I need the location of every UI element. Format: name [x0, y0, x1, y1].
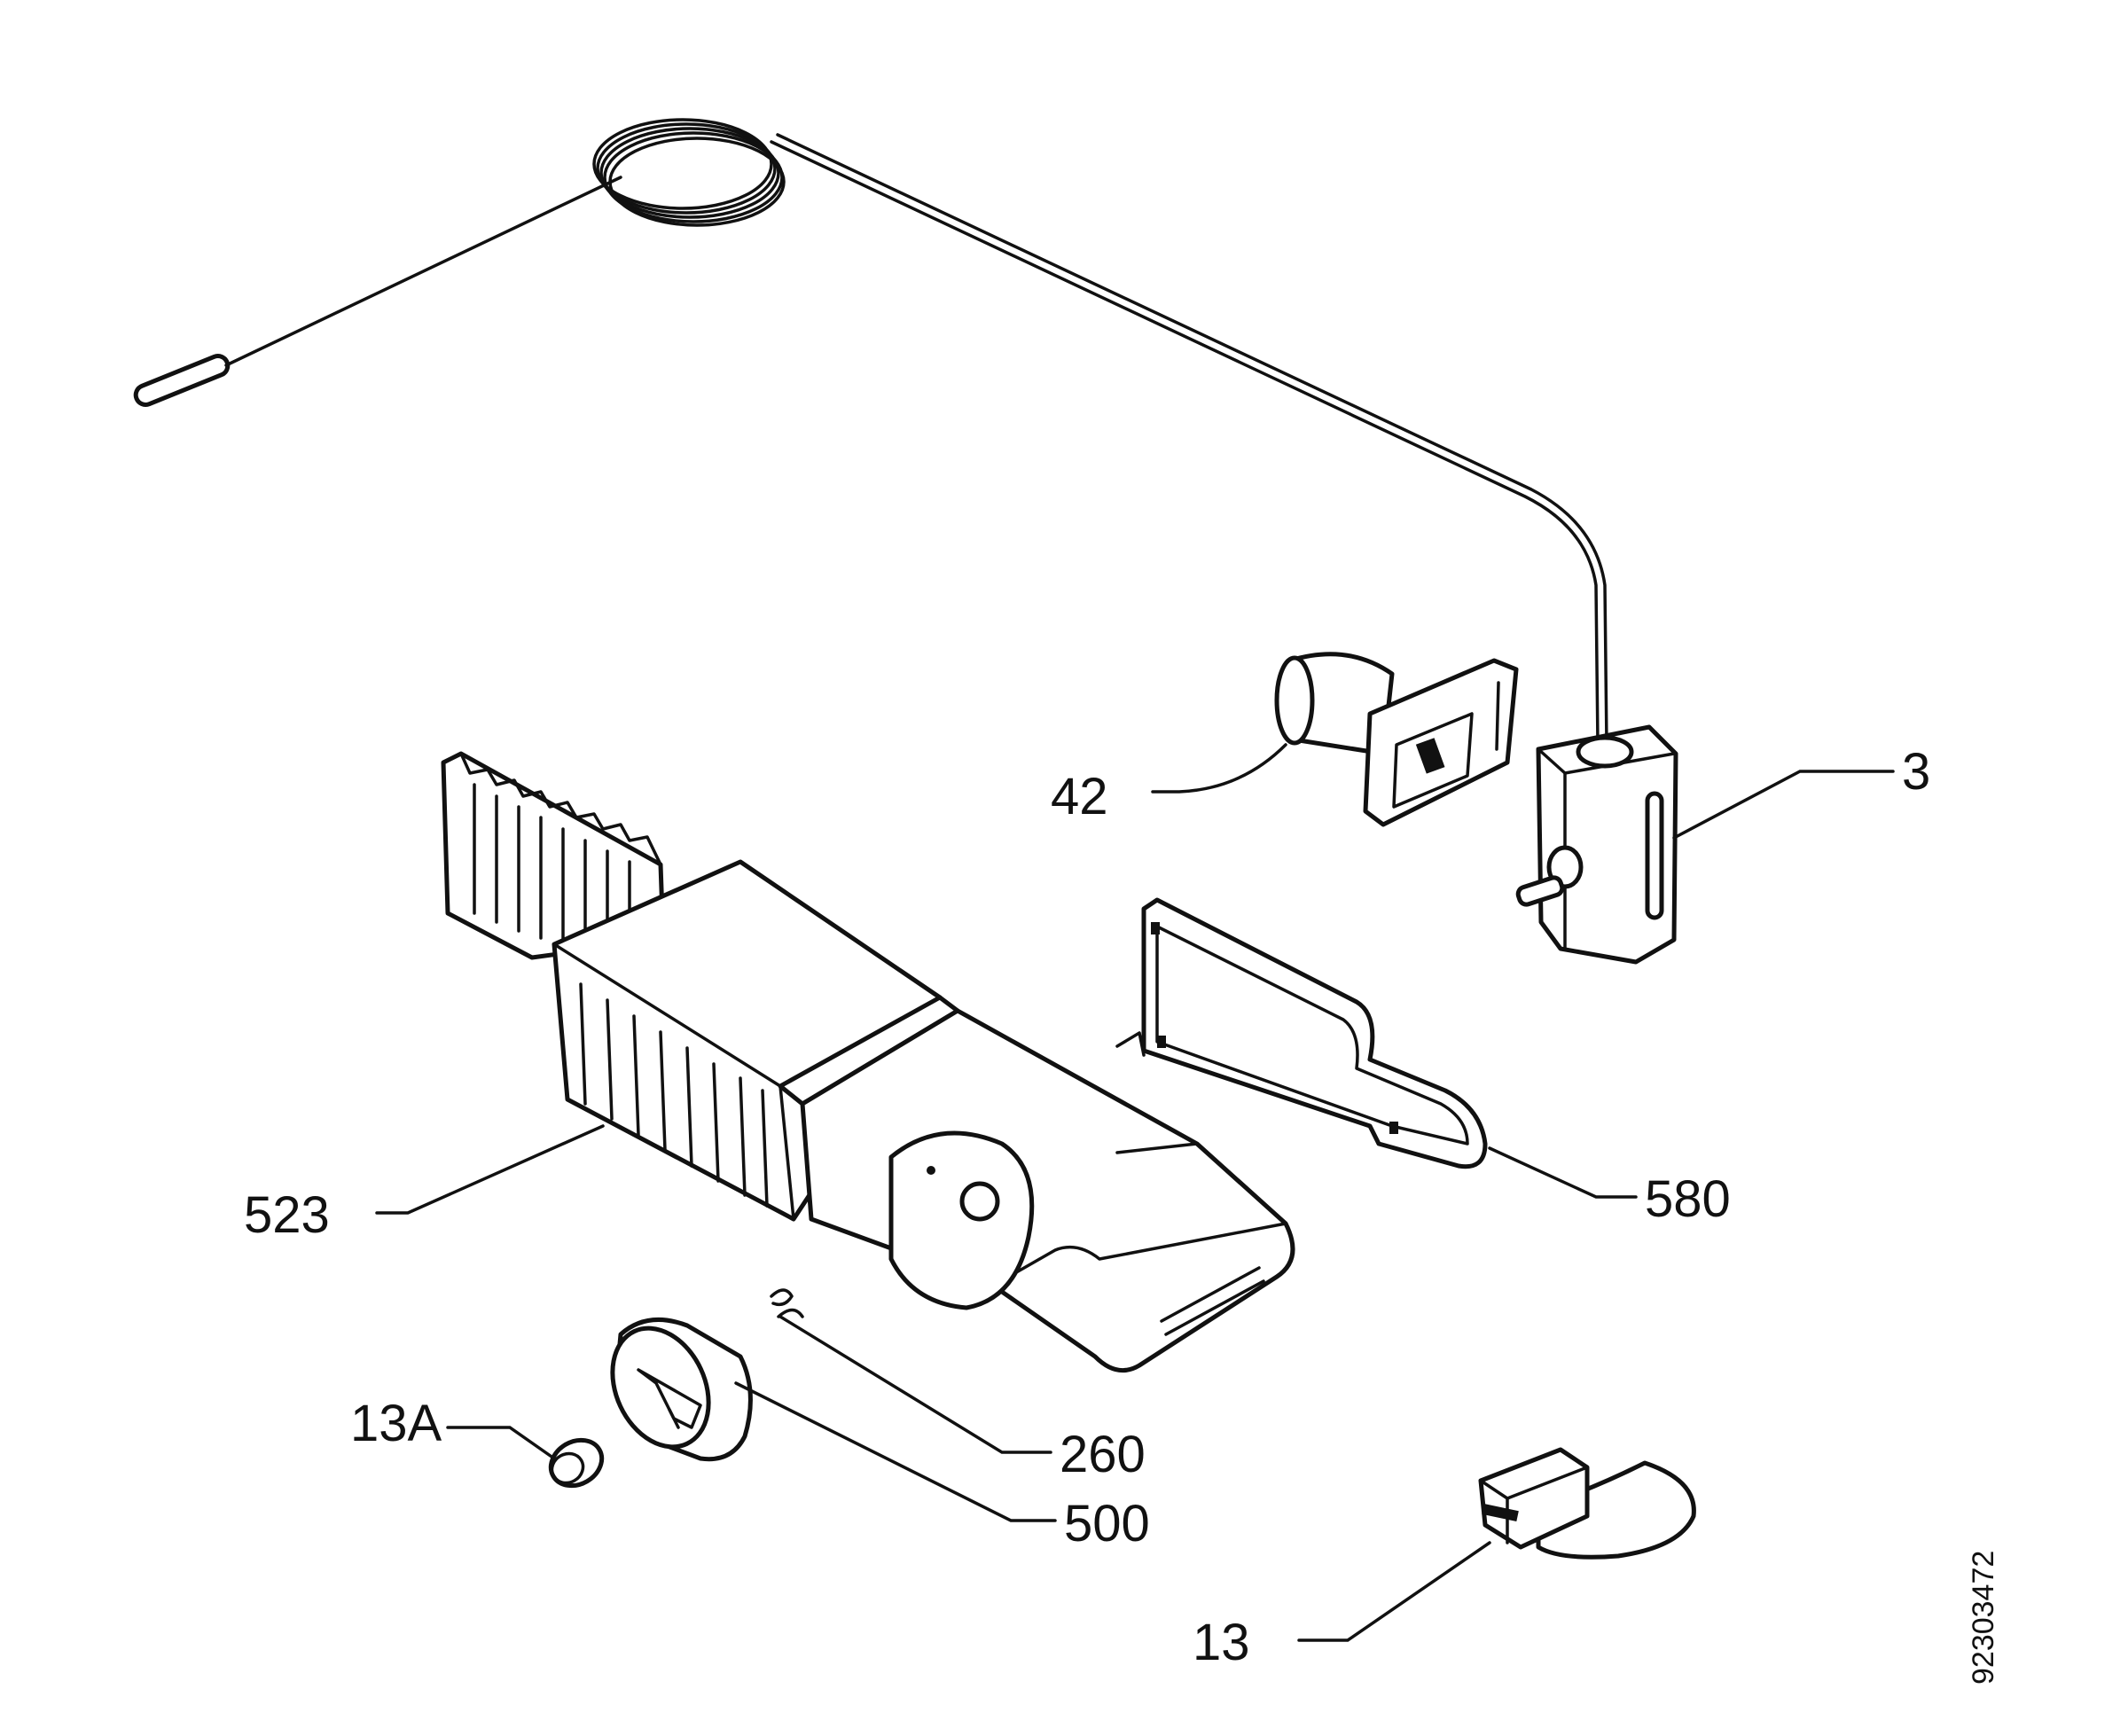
lamp-holder-socket-face: [1274, 655, 1315, 746]
leader-42: [1151, 743, 1287, 794]
leader-13: [1297, 1541, 1491, 1642]
callout-13a: 13A: [350, 1395, 442, 1452]
cover-plate-outline: [1141, 897, 1488, 1169]
part-knob: [610, 1317, 753, 1462]
leader-523: [375, 1124, 605, 1215]
part-lamp-holder: [1274, 652, 1519, 827]
document-number: 92303472: [1967, 1551, 2000, 1685]
housing-front-section: [800, 1008, 1295, 1373]
part-control-housing: [441, 751, 1295, 1373]
part-push-button: [1478, 1447, 1696, 1560]
push-button-paddle: [1536, 1460, 1696, 1560]
leader-3: [1672, 770, 1895, 840]
callout-42: 42: [1051, 768, 1108, 825]
housing-shaft-hole: [959, 1181, 1000, 1222]
callout-13: 13: [1193, 1614, 1250, 1671]
capillary-coil: [592, 118, 786, 227]
part-cover-plate: [1141, 897, 1488, 1169]
housing-front-ribs: [579, 982, 769, 1208]
leader-580: [1488, 1146, 1638, 1199]
housing-rear-ribs: [473, 783, 631, 952]
thermostat-capillary-port: [1576, 735, 1634, 769]
leader-500: [734, 1381, 1057, 1522]
capillary-tube-right: [770, 140, 1600, 747]
capillary-tube-right-edge: [776, 133, 1608, 747]
callout-500: 500: [1064, 1495, 1150, 1552]
thermostat-shaft: [1515, 875, 1565, 907]
leader-260: [778, 1315, 1052, 1454]
part-thermostat: [133, 118, 1678, 965]
leader-13a: [446, 1426, 556, 1460]
part-cap: [548, 1437, 605, 1489]
housing-dial-face: [888, 1130, 1035, 1310]
thermostat-slot: [1645, 791, 1664, 920]
callout-260: 260: [1060, 1426, 1146, 1483]
callout-3: 3: [1902, 743, 1930, 801]
part-spring-clip: [770, 1288, 804, 1318]
capillary-sensor-probe: [133, 354, 231, 407]
callout-523: 523: [244, 1186, 330, 1244]
thermostat-body: [1536, 724, 1678, 965]
knob-face: [610, 1325, 711, 1450]
lamp-holder-bracket: [1363, 658, 1519, 827]
callout-580: 580: [1645, 1170, 1731, 1228]
capillary-tube-left: [224, 176, 622, 367]
